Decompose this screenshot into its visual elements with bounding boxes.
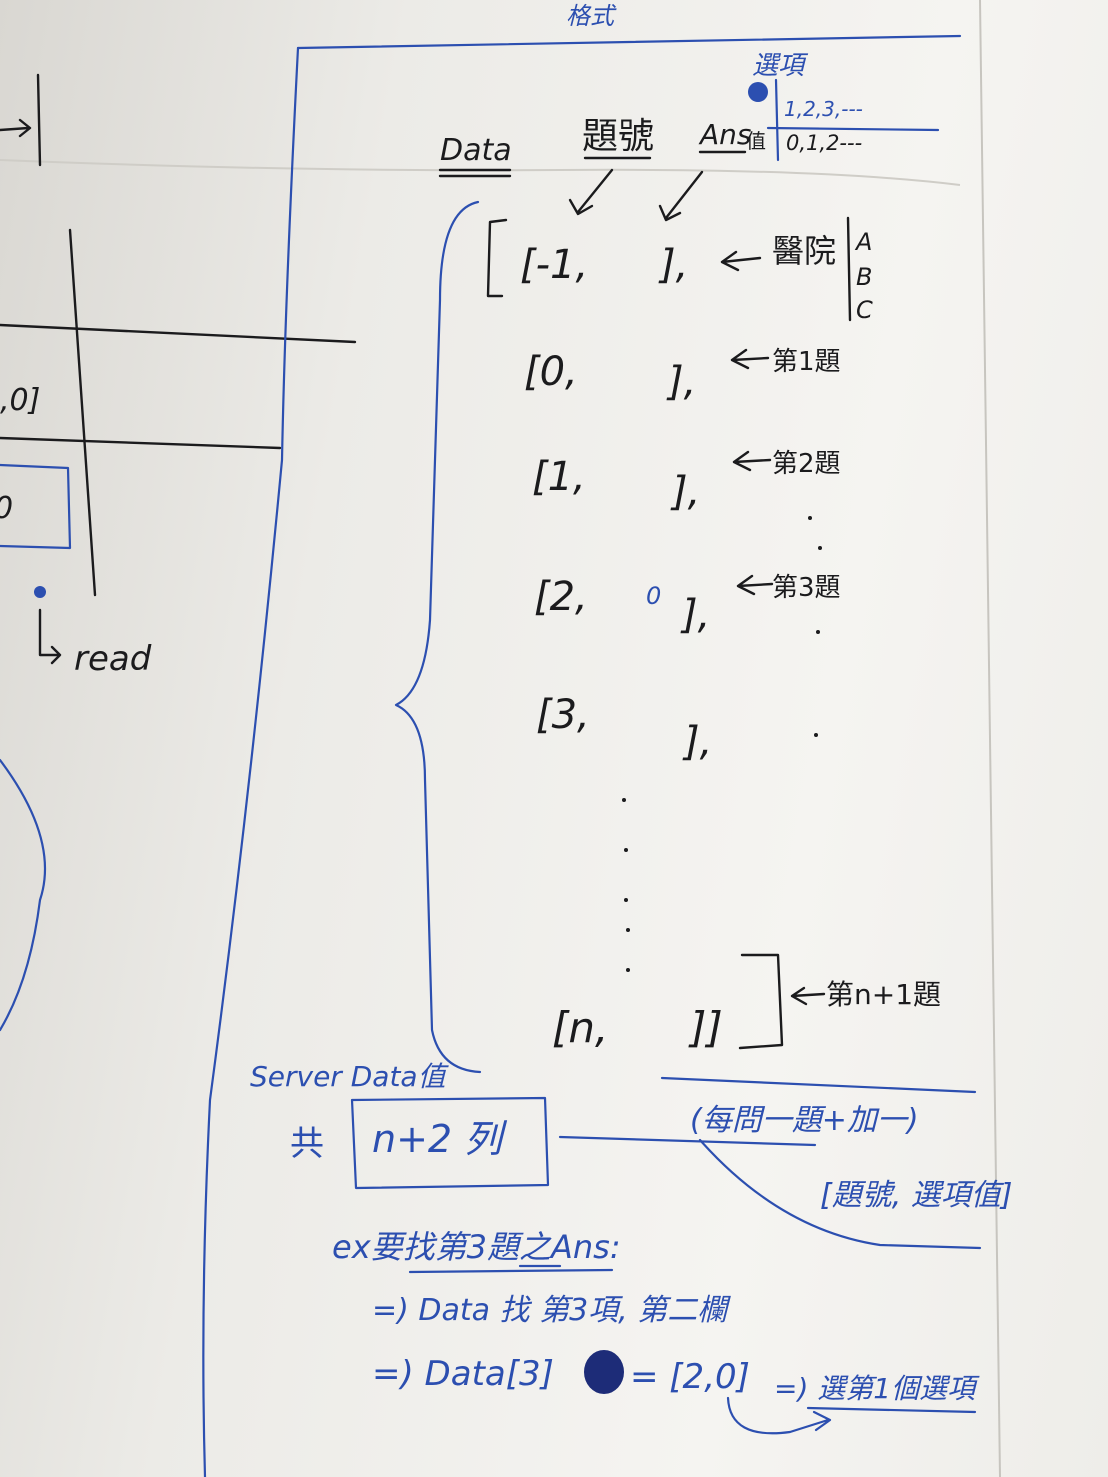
data-row: [1, ], 第2題 <box>532 449 841 515</box>
read-arrow <box>38 608 62 665</box>
example-divider <box>408 1268 614 1274</box>
left-value-a: ,0] <box>0 383 40 418</box>
row-note: 第1題 <box>772 347 841 377</box>
row-value: 0 <box>646 582 661 610</box>
options-legend: 選項 1,2,3,--- 0,1,2--- <box>748 51 940 162</box>
row-right: ]] <box>688 1003 723 1052</box>
data-row: [2, 0 ], 第3題 <box>534 573 841 638</box>
per-question-note: (每問一題+加一) <box>690 1103 919 1138</box>
conclusion-underline <box>806 1406 977 1414</box>
row-arrow <box>720 250 762 272</box>
row-arrow <box>730 348 770 370</box>
left-vertical-stroke <box>36 73 42 167</box>
per-question-top-line <box>660 1076 977 1094</box>
header-ans: Ans <box>698 118 752 151</box>
row-left: [1, <box>532 454 586 500</box>
format-label: 格式 <box>566 2 617 30</box>
row-right: ], <box>680 592 710 638</box>
row-note: 醫院 <box>772 232 836 270</box>
row-left: [n, <box>552 1003 608 1052</box>
data-curly-brace <box>394 200 482 1074</box>
data-row: [n, ]] 第n+1題 <box>552 978 941 1052</box>
hospital-option: B <box>856 263 872 291</box>
row-note: 第2題 <box>772 449 841 479</box>
example-line-3: =) Data[3] <box>372 1354 554 1394</box>
row-arrow <box>736 574 774 596</box>
total-value: n+2 列 <box>372 1117 508 1161</box>
ink-dot <box>34 586 46 598</box>
row-arrow <box>790 986 826 1006</box>
row-right: ], <box>682 719 712 765</box>
hospital-divider <box>846 216 852 322</box>
example-line-2: =) Data 找 第3項, 第二欄 <box>372 1293 731 1328</box>
example-result: = [2,0] <box>630 1357 750 1397</box>
outer-close-bracket <box>738 953 784 1050</box>
row-right: ], <box>666 359 696 405</box>
left-table-horizontal-2 <box>0 436 282 450</box>
data-row: [0, ], 第1題 <box>524 347 841 405</box>
per-question-curve <box>698 1138 982 1250</box>
paper-right-edge <box>979 0 1001 1477</box>
frame-top-line <box>296 34 962 50</box>
example-line-1: ex要找第3題之Ans: <box>332 1228 621 1266</box>
continuation-marks <box>622 516 822 972</box>
row-right: ], <box>670 469 700 515</box>
left-page-fragment: ,0] 0 read <box>0 73 357 1032</box>
arrow-to-question-no <box>568 168 614 216</box>
left-blue-curve <box>0 758 47 1032</box>
row-arrow <box>732 450 772 472</box>
total-connector <box>558 1135 817 1147</box>
header-data: Data <box>440 133 512 168</box>
row-left: [0, <box>524 349 578 395</box>
left-arrow <box>0 118 32 138</box>
row-left: [3, <box>536 692 590 738</box>
row-left: [2, <box>534 574 588 620</box>
total-prefix: 共 <box>290 1124 324 1164</box>
legend-vertical <box>774 78 780 162</box>
left-blue-box <box>0 463 72 550</box>
row-note: 第3題 <box>772 573 841 603</box>
options-title: 選項 <box>752 51 809 81</box>
read-label: read <box>74 639 152 679</box>
arrow-to-ans <box>658 170 704 222</box>
scribble-blot <box>584 1350 624 1394</box>
left-value-b: 0 <box>0 491 13 526</box>
legend-divider <box>766 126 940 132</box>
left-table-horizontal-1 <box>0 323 357 344</box>
data-row: [3, ], <box>536 692 712 765</box>
total-box <box>350 1096 550 1190</box>
frame-left-line <box>202 46 300 1477</box>
ink-blot <box>748 82 768 102</box>
row-left: [-1, <box>520 242 588 288</box>
server-data-label: Server Data值 <box>250 1060 450 1093</box>
header-ans-suffix: 值 <box>746 129 766 153</box>
hospital-option: C <box>856 296 873 324</box>
data-row: [-1, ], 醫院 A B C <box>520 216 873 324</box>
left-table-vertical <box>68 228 97 597</box>
outer-open-bracket <box>486 218 508 298</box>
row-note: 第n+1題 <box>826 978 941 1011</box>
paper-fold-line <box>0 159 961 186</box>
values-row: 0,1,2--- <box>786 131 862 155</box>
example-conclusion: =) 選第1個選項 <box>774 1372 980 1405</box>
header-question-no: 題號 <box>582 116 654 157</box>
row-right: ], <box>658 242 688 288</box>
options-row: 1,2,3,--- <box>784 97 863 121</box>
result-to-conclusion-arrow <box>726 1396 832 1435</box>
hospital-option: A <box>854 228 872 256</box>
pair-label: [題號, 選項值] <box>820 1178 1012 1213</box>
